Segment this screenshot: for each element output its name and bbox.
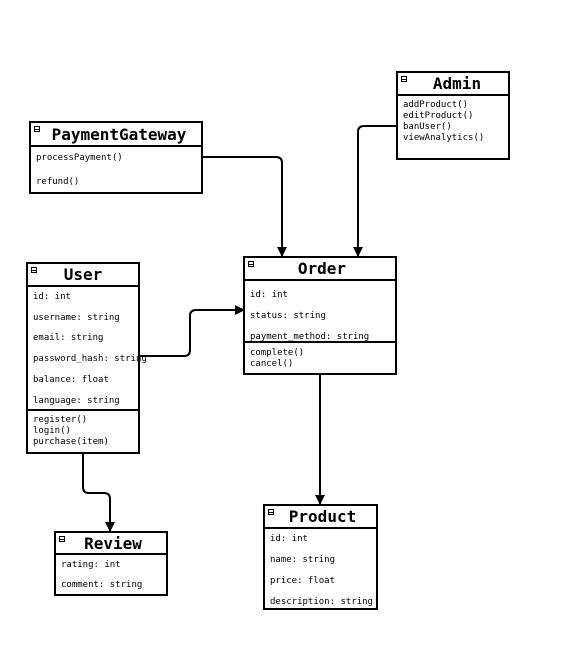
class-name: PaymentGateway xyxy=(51,124,187,144)
methods-section: addProduct() editProduct() banUser() vie… xyxy=(398,96,508,144)
collapse-icon[interactable] xyxy=(59,536,65,542)
attribute-item: id: int xyxy=(33,292,71,302)
class-review[interactable]: Review rating: int comment: string xyxy=(54,531,168,596)
class-name: Review xyxy=(84,533,142,553)
class-header: Product xyxy=(265,506,376,529)
method-item: register() xyxy=(33,415,88,425)
attribute-item: payment_method: string xyxy=(250,332,370,342)
method-item: processPayment() xyxy=(36,153,123,163)
method-item: complete() xyxy=(250,348,305,358)
attribute-item: balance: float xyxy=(33,374,109,385)
class-user[interactable]: User id: int username: string email: str… xyxy=(26,262,147,454)
collapse-icon[interactable] xyxy=(268,509,274,515)
attribute-item: description: string xyxy=(270,597,373,607)
attributes-section: id: int name: string price: float descri… xyxy=(265,529,376,613)
attributes-section: id: int username: string email: string p… xyxy=(28,287,147,411)
collapse-icon[interactable] xyxy=(34,126,40,132)
attribute-item: rating: int xyxy=(61,560,121,570)
class-name: Admin xyxy=(432,74,482,93)
method-item: editProduct() xyxy=(403,111,474,121)
attributes-section: rating: int comment: string xyxy=(56,555,166,595)
methods-section: register() login() purchase(item) xyxy=(28,411,138,448)
class-header: User xyxy=(28,264,138,287)
class-header: Review xyxy=(56,533,166,555)
class-name: User xyxy=(63,265,103,284)
class-header: PaymentGateway xyxy=(31,123,201,147)
collapse-icon[interactable] xyxy=(401,76,407,82)
attribute-item: comment: string xyxy=(61,580,143,590)
connector-user-order xyxy=(139,305,245,357)
methods-section: processPayment() refund() xyxy=(31,147,201,188)
method-item: viewAnalytics() xyxy=(403,133,485,143)
class-name: Product xyxy=(288,507,357,526)
attributes-section: id: int status: string payment_method: s… xyxy=(245,281,395,343)
class-paymentgateway[interactable]: PaymentGateway processPayment() refund() xyxy=(29,121,203,194)
attribute-item: price: float xyxy=(270,576,336,586)
class-order[interactable]: Order id: int status: string payment_met… xyxy=(243,256,397,375)
method-item: banUser() xyxy=(403,122,452,132)
attribute-item: name: string xyxy=(270,555,336,565)
collapse-icon[interactable] xyxy=(248,261,254,267)
attribute-item: username: string xyxy=(33,312,120,323)
class-name: Order xyxy=(297,259,347,278)
connector-admin-order xyxy=(353,125,398,257)
class-admin[interactable]: Admin addProduct() editProduct() banUser… xyxy=(396,71,510,160)
class-header: Admin xyxy=(398,73,508,96)
attribute-item: status: string xyxy=(250,311,326,321)
attribute-item: id: int xyxy=(250,290,288,300)
attribute-item: password_hash: string xyxy=(33,354,147,365)
method-item: addProduct() xyxy=(403,100,469,110)
method-item: cancel() xyxy=(250,359,294,369)
class-header: Order xyxy=(245,258,395,281)
collapse-icon[interactable] xyxy=(31,267,37,273)
class-product[interactable]: Product id: int name: string price: floa… xyxy=(263,504,378,610)
attribute-item: id: int xyxy=(270,534,308,544)
method-item: refund() xyxy=(36,177,80,187)
attribute-item: email: string xyxy=(33,333,104,344)
attribute-item: language: string xyxy=(33,395,120,406)
connector-user-review xyxy=(82,453,115,532)
connector-paymentgateway-order xyxy=(202,156,287,257)
method-item: purchase(item) xyxy=(33,437,109,447)
methods-section: complete() cancel() xyxy=(245,343,395,370)
method-item: login() xyxy=(33,426,71,436)
